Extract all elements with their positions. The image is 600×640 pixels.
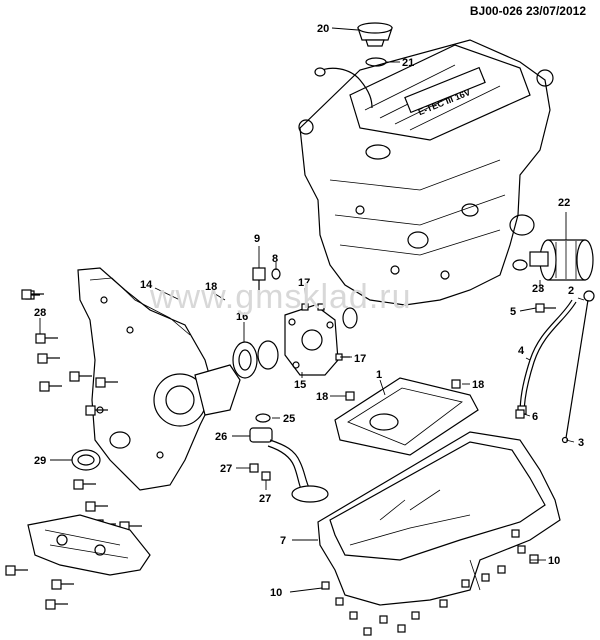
callout-9: 9 — [254, 233, 260, 245]
callout-7: 7 — [280, 535, 286, 547]
callout-14: 14 — [140, 279, 153, 291]
callout-18-left: 18 — [316, 391, 328, 403]
oil-pan — [317, 431, 561, 606]
oil-pan-bolts — [321, 529, 539, 636]
callout-20: 20 — [317, 23, 329, 35]
callout-28: 28 — [34, 307, 46, 319]
callout-8: 8 — [272, 253, 278, 265]
callout-22: 22 — [558, 197, 570, 209]
engine-mount-bracket — [27, 514, 151, 576]
gasket-bolt — [451, 379, 461, 389]
callout-16: 16 — [236, 311, 248, 323]
callout-6: 6 — [532, 411, 538, 423]
dipstick — [565, 299, 589, 439]
callout-18-right: 18 — [472, 379, 484, 391]
callout-26: 26 — [215, 431, 227, 443]
diagram-date: 23/07/2012 — [525, 4, 586, 18]
pickup-o-ring — [255, 413, 271, 423]
diagram-code: BJ00-026 — [469, 4, 523, 18]
timing-cover — [77, 267, 241, 491]
oil-pickup-tube — [249, 427, 329, 503]
callout-21: 21 — [402, 57, 414, 69]
diagram-header: BJ00-026 23/07/2012 — [470, 4, 586, 18]
callout-17-top: 17 — [298, 277, 310, 289]
oil-filter — [529, 239, 594, 281]
callout-27-left: 27 — [220, 463, 232, 475]
callout-3: 3 — [578, 437, 584, 449]
oil-pump-gear — [232, 340, 279, 379]
oil-filler-cap — [357, 22, 393, 47]
callout-10-left: 10 — [270, 587, 282, 599]
callout-23: 23 — [532, 283, 544, 295]
callout-labels: 20 21 22 23 2 5 4 6 3 9 8 14 18 17 16 17… — [34, 23, 584, 599]
timing-cover-bolts — [5, 289, 142, 610]
callout-1: 1 — [376, 369, 382, 381]
callout-17-bottom: 17 — [354, 353, 366, 365]
oil-pan-gasket — [334, 377, 479, 456]
pickup-bolt — [249, 463, 259, 473]
pickup-bolt — [261, 471, 271, 481]
callout-5: 5 — [510, 306, 516, 318]
callout-18-top: 18 — [205, 281, 217, 293]
callout-2: 2 — [568, 285, 574, 297]
dipstick-bolt — [535, 303, 556, 313]
callout-4: 4 — [518, 345, 525, 357]
watermark: www.gmsklad.ru — [150, 278, 412, 316]
filler-cap-seal — [365, 57, 387, 67]
pump-o-ring — [342, 307, 358, 329]
callout-25: 25 — [283, 413, 295, 425]
callout-10-right: 10 — [548, 555, 560, 567]
callout-27-bottom: 27 — [259, 493, 271, 505]
gasket-bolt — [345, 391, 355, 401]
tube-bolt — [515, 409, 525, 419]
callout-15: 15 — [294, 379, 306, 391]
leader-lines — [39, 27, 585, 593]
callout-29: 29 — [34, 455, 46, 467]
engine-block: E-TEC III 16V — [298, 39, 554, 306]
crankshaft-seal — [71, 449, 101, 471]
